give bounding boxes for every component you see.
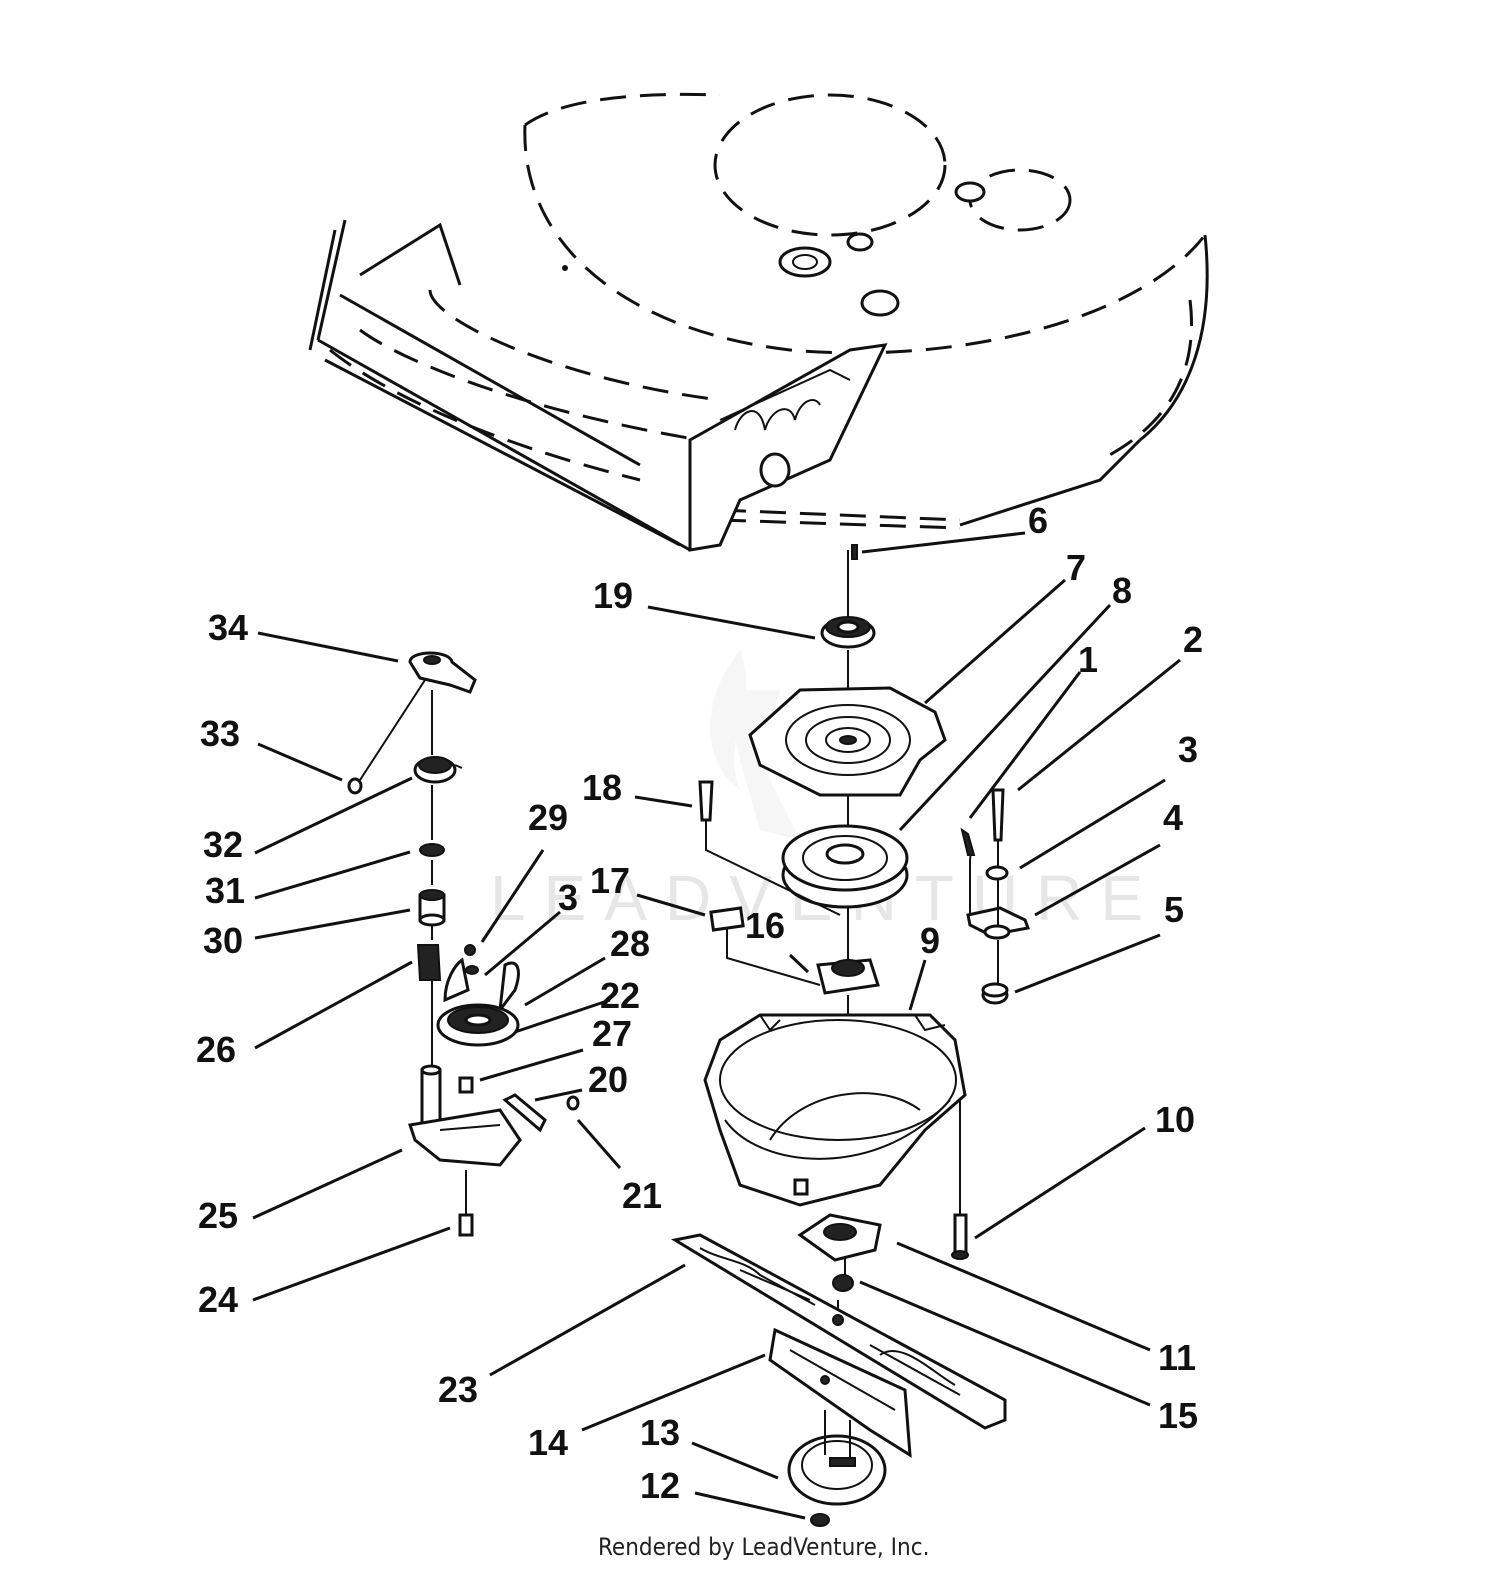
spring-1: [960, 827, 976, 915]
callout-25: 25: [198, 1195, 238, 1236]
callout-labels: 1 2 3 4 5 6 7 8 9 10 11 12 13 14 15 16 1…: [196, 500, 1203, 1506]
pulley-8: [781, 824, 909, 909]
bolt-2: [991, 788, 1005, 985]
callout-8: 8: [1112, 570, 1132, 611]
callout-23: 23: [438, 1369, 478, 1410]
washer-3-left: [465, 965, 479, 975]
callout-31: 31: [205, 870, 245, 911]
callout-10: 10: [1155, 1099, 1195, 1140]
callout-2: 2: [1183, 619, 1203, 660]
collar-32: [413, 756, 463, 784]
callout-3-left: 3: [558, 877, 578, 918]
credit-text: Rendered by LeadVenture, Inc.: [598, 1533, 929, 1561]
callout-28: 28: [610, 923, 650, 964]
callout-20: 20: [588, 1059, 628, 1100]
callout-17: 17: [590, 860, 630, 901]
blade-23: [670, 1233, 1007, 1430]
spacer-15: [832, 1274, 854, 1292]
screw-21: [566, 1095, 580, 1111]
bushing-30: [418, 889, 446, 927]
callout-26: 26: [196, 1029, 236, 1070]
callout-22: 22: [600, 975, 640, 1016]
mower-deck: [308, 92, 1209, 552]
washer-31: [419, 843, 445, 857]
idler-pulley-22: [436, 1003, 520, 1047]
bolt-24: [458, 1213, 474, 1237]
hub-13: [787, 1410, 887, 1506]
pulley-guard-28: [443, 957, 520, 1016]
callout-6: 6: [1028, 500, 1048, 541]
bearing-19: [820, 616, 876, 649]
callout-12: 12: [640, 1465, 680, 1506]
pulley-plate-7: [748, 686, 947, 797]
key-pin: [851, 544, 858, 560]
plate-20: [502, 1093, 547, 1133]
bolt-10: [951, 1100, 969, 1260]
key-17: [709, 906, 745, 932]
callout-3: 3: [1178, 729, 1198, 770]
leader-lines: [252, 531, 1181, 1520]
callout-21: 21: [622, 1175, 662, 1216]
bracket-34: [359, 651, 477, 781]
callout-9: 9: [920, 920, 940, 961]
idler-axis: [431, 690, 467, 1220]
callout-1: 1: [1078, 639, 1098, 680]
bearing-flange-16: [816, 958, 880, 995]
bolt-29: [464, 944, 476, 956]
idler-bracket-25: [408, 1064, 522, 1167]
callout-5: 5: [1164, 889, 1184, 930]
callout-27: 27: [592, 1013, 632, 1054]
screw-33: [347, 777, 363, 795]
blade-adapter-14: [768, 1327, 912, 1458]
callout-18: 18: [582, 767, 622, 808]
callout-13: 13: [640, 1412, 680, 1453]
spindle-housing-9: [703, 1013, 967, 1207]
callout-14: 14: [528, 1422, 568, 1463]
callout-32: 32: [203, 824, 243, 865]
bearing-flange-11: [797, 1213, 882, 1262]
callout-19: 19: [593, 575, 633, 616]
callout-15: 15: [1158, 1395, 1198, 1436]
callout-4: 4: [1163, 797, 1183, 838]
washer-3-right: [985, 865, 1009, 881]
callout-29: 29: [528, 797, 568, 838]
callout-24: 24: [198, 1279, 238, 1320]
callout-7: 7: [1066, 547, 1086, 588]
bolt-12: [810, 1513, 830, 1527]
bolt-18: [698, 780, 841, 916]
spring-26: [416, 944, 442, 981]
spindle-axis: [837, 550, 849, 1320]
nut-5: [981, 982, 1009, 1005]
callout-11: 11: [1158, 1337, 1196, 1378]
connector-16-17: [726, 928, 821, 986]
callout-16: 16: [745, 905, 785, 946]
callout-30: 30: [203, 920, 243, 961]
callout-34: 34: [208, 607, 248, 648]
callout-33: 33: [200, 713, 240, 754]
spacer-27: [458, 1076, 474, 1094]
